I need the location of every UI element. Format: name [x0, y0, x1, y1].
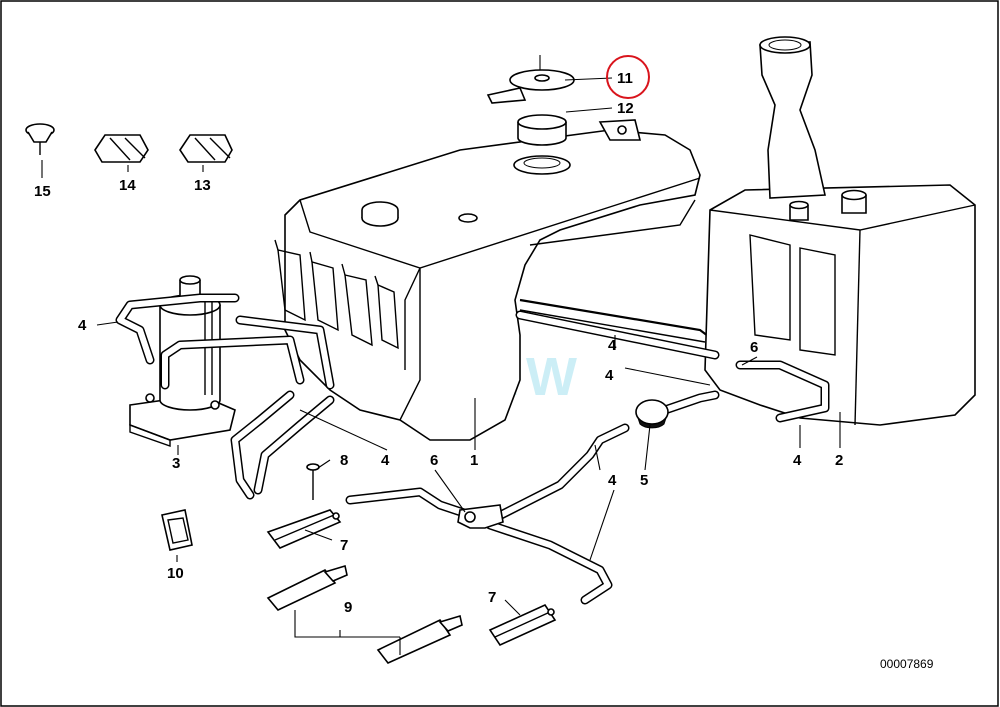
callout-8: 8: [340, 452, 348, 469]
callout-4-upper: 4: [608, 337, 617, 354]
bracket-14: [94, 134, 149, 163]
clip: [161, 509, 193, 551]
callout-11: 11: [617, 70, 633, 87]
hoses: [115, 293, 830, 605]
callout-2: 2: [835, 452, 843, 469]
bracket-13: [179, 134, 233, 163]
callout-3: 3: [172, 455, 180, 472]
check-valve: [635, 399, 669, 429]
callout-1: 1: [470, 452, 478, 469]
washer-jet-right: [488, 603, 557, 647]
callout-12: 12: [617, 100, 634, 117]
callout-6-center: 6: [430, 452, 438, 469]
callout-4-left: 4: [78, 317, 87, 334]
callout-10: 10: [167, 565, 184, 582]
callout-4-mid: 4: [605, 367, 614, 384]
callout-4-lower: 4: [608, 472, 617, 489]
callout-4-center: 4: [381, 452, 390, 469]
callout-13: 13: [194, 177, 211, 194]
cap-parts: [486, 55, 575, 175]
washer-reservoir: [274, 119, 721, 441]
callout-9: 9: [344, 599, 352, 616]
nozzles: [266, 564, 463, 664]
washer-jet-left: [266, 509, 342, 549]
grommet-15: [25, 123, 55, 155]
callout-15: 15: [34, 183, 51, 200]
callout-7-right: 7: [488, 589, 496, 606]
leader-lines: [41, 77, 841, 655]
callout-4-right: 4: [793, 452, 802, 469]
callout-6-right: 6: [750, 339, 758, 356]
document-number: 00007869: [880, 657, 934, 671]
callout-7-left: 7: [340, 537, 348, 554]
highlight-circle: [606, 55, 650, 99]
callouts: 1 2 3 4 4 4 4 4 4 5 6 6 7 7 8 9 10 11 12…: [34, 70, 843, 616]
callout-5: 5: [640, 472, 648, 489]
callout-14: 14: [119, 177, 136, 194]
washer-pump: [129, 275, 236, 447]
screw: [306, 463, 320, 500]
t-connector: [457, 504, 504, 529]
